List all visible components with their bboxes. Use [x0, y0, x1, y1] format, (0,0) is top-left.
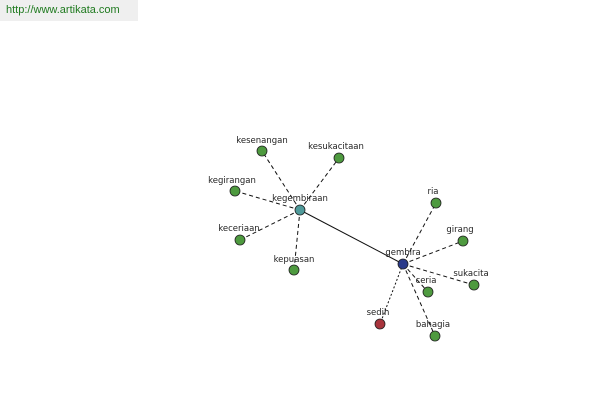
graph-nodes	[229, 145, 480, 342]
node-ria[interactable]	[430, 197, 442, 209]
node-label-kegembiraan: kegembiraan	[272, 194, 328, 204]
edge-kegembiraan-kepuasan	[293, 209, 301, 271]
edge-gembira-girang	[402, 240, 464, 265]
node-kegirangan[interactable]	[229, 185, 241, 197]
node-sukacita[interactable]	[468, 279, 480, 291]
node-gembira[interactable]	[397, 258, 409, 270]
node-kegembiraan[interactable]	[294, 204, 306, 216]
node-label-sedih: sedih	[367, 308, 390, 318]
edge-gembira-sukacita	[402, 263, 475, 286]
node-label-ria: ria	[427, 187, 438, 197]
node-kepuasan[interactable]	[288, 264, 300, 276]
node-label-kepuasan: kepuasan	[274, 255, 315, 265]
artikata-url-link[interactable]: http://www.artikata.com	[0, 0, 138, 21]
node-keceriaan[interactable]	[234, 234, 246, 246]
edge-gembira-sedih	[379, 263, 404, 325]
edge-kegembiraan-gembira	[299, 209, 404, 265]
edge-gembira-ria	[402, 202, 437, 265]
node-label-gembira: gembira	[385, 248, 420, 258]
edge-kegembiraan-kegirangan	[234, 190, 301, 211]
node-label-ceria: ceria	[416, 276, 437, 286]
node-label-keceriaan: keceriaan	[218, 224, 259, 234]
node-girang[interactable]	[457, 235, 469, 247]
node-ceria[interactable]	[422, 286, 434, 298]
node-kesenangan[interactable]	[256, 145, 268, 157]
edge-gembira-ceria	[402, 263, 429, 293]
node-kesukacitaan[interactable]	[333, 152, 345, 164]
node-label-girang: girang	[446, 225, 473, 235]
edge-kegembiraan-kesukacitaan	[299, 157, 340, 211]
graph-edges	[234, 150, 475, 337]
node-label-sukacita: sukacita	[453, 269, 488, 279]
node-sedih[interactable]	[374, 318, 386, 330]
node-label-kesenangan: kesenangan	[236, 136, 287, 146]
node-bahagia[interactable]	[429, 330, 441, 342]
node-label-kesukacitaan: kesukacitaan	[308, 142, 364, 152]
edge-gembira-bahagia	[402, 263, 436, 337]
node-label-bahagia: bahagia	[416, 320, 450, 330]
graph-labels: kesenangan kesukacitaan kegirangan keceriaa…	[208, 136, 489, 330]
node-label-kegirangan: kegirangan	[208, 176, 256, 186]
edge-kegembiraan-kesenangan	[261, 150, 301, 211]
